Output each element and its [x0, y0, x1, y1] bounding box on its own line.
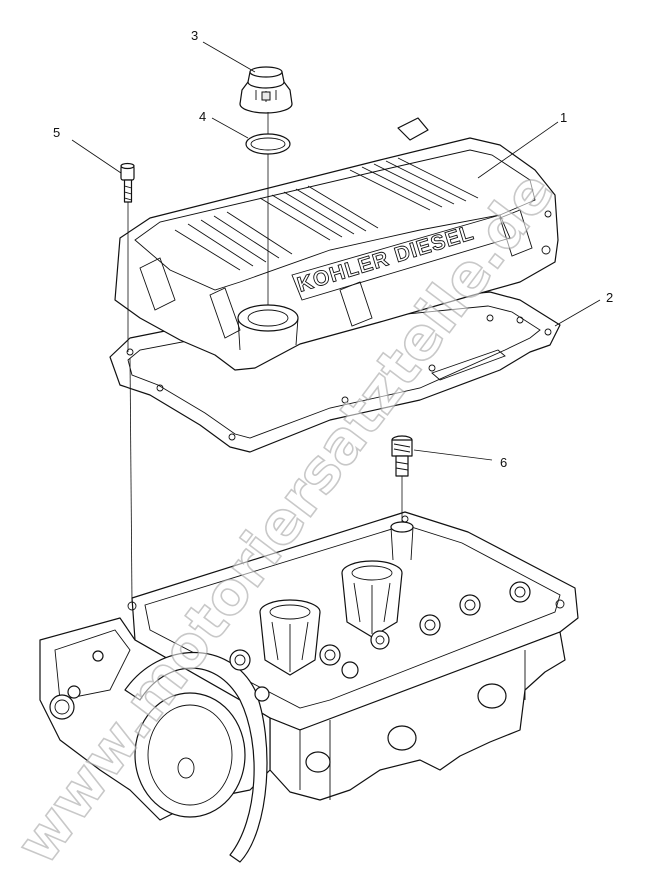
callout-leaders: [71, 41, 601, 461]
oil-filler-cap: [239, 66, 293, 114]
callout-2: 2: [606, 290, 614, 305]
alignment-lines: [127, 112, 403, 603]
cam-tower-left: [259, 599, 321, 676]
o-ring: [245, 133, 291, 155]
valve-seats: [229, 581, 531, 702]
valve-cover: KOHLER DIESEL: [114, 117, 559, 371]
cam-tower-right: [341, 560, 403, 638]
cylinder-head: [39, 511, 579, 863]
callout-6: 6: [500, 455, 508, 470]
callout-5: 5: [53, 125, 61, 140]
injector-sleeve: [391, 435, 413, 477]
cover-bolt: [120, 162, 135, 203]
callout-3: 3: [191, 28, 199, 43]
gasket-bolt-holes: [126, 314, 552, 441]
callout-1: 1: [560, 110, 568, 125]
callout-4: 4: [199, 109, 207, 124]
